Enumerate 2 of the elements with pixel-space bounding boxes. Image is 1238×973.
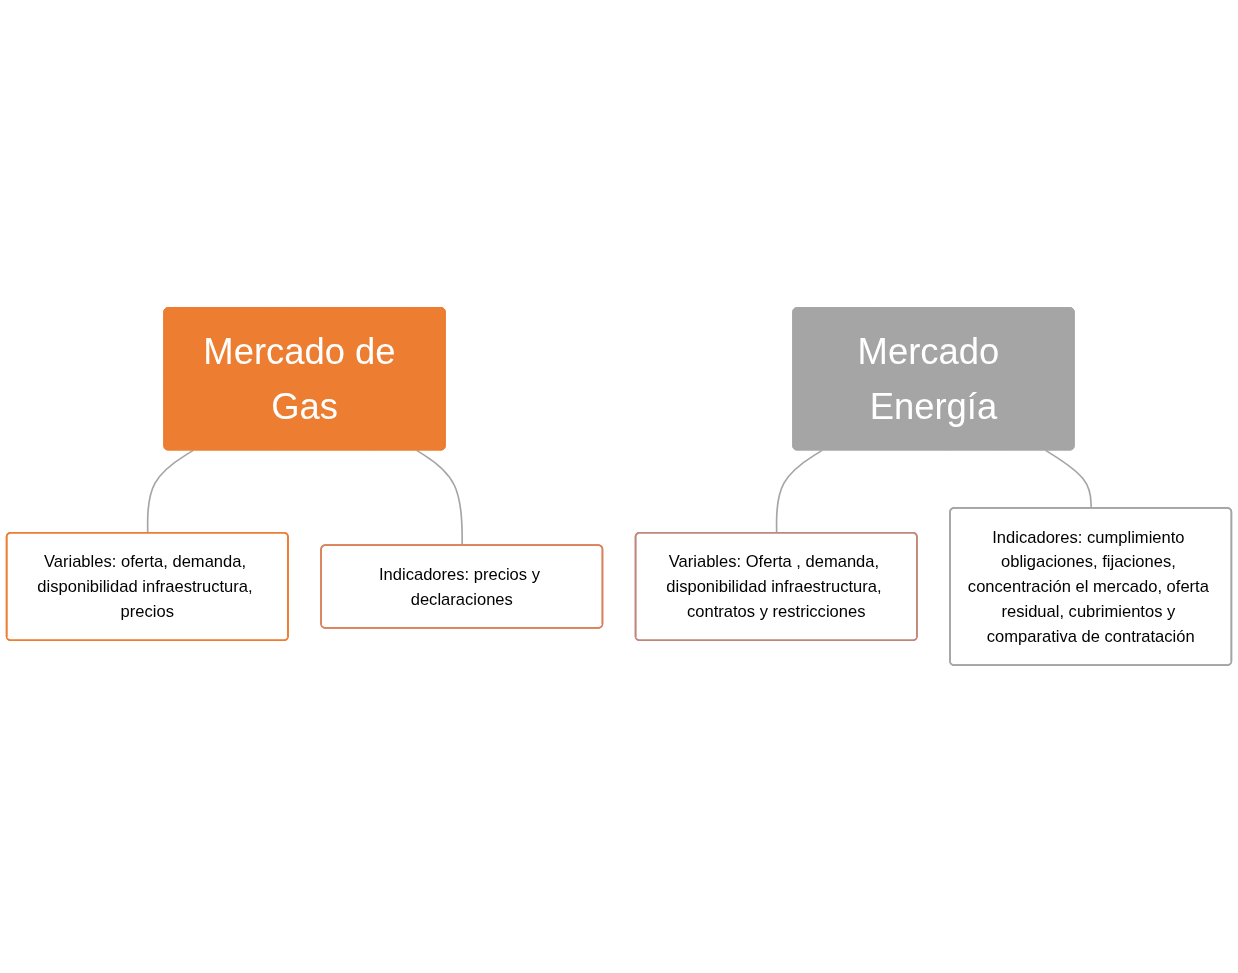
connector bbox=[1044, 449, 1092, 510]
connector bbox=[415, 449, 463, 547]
